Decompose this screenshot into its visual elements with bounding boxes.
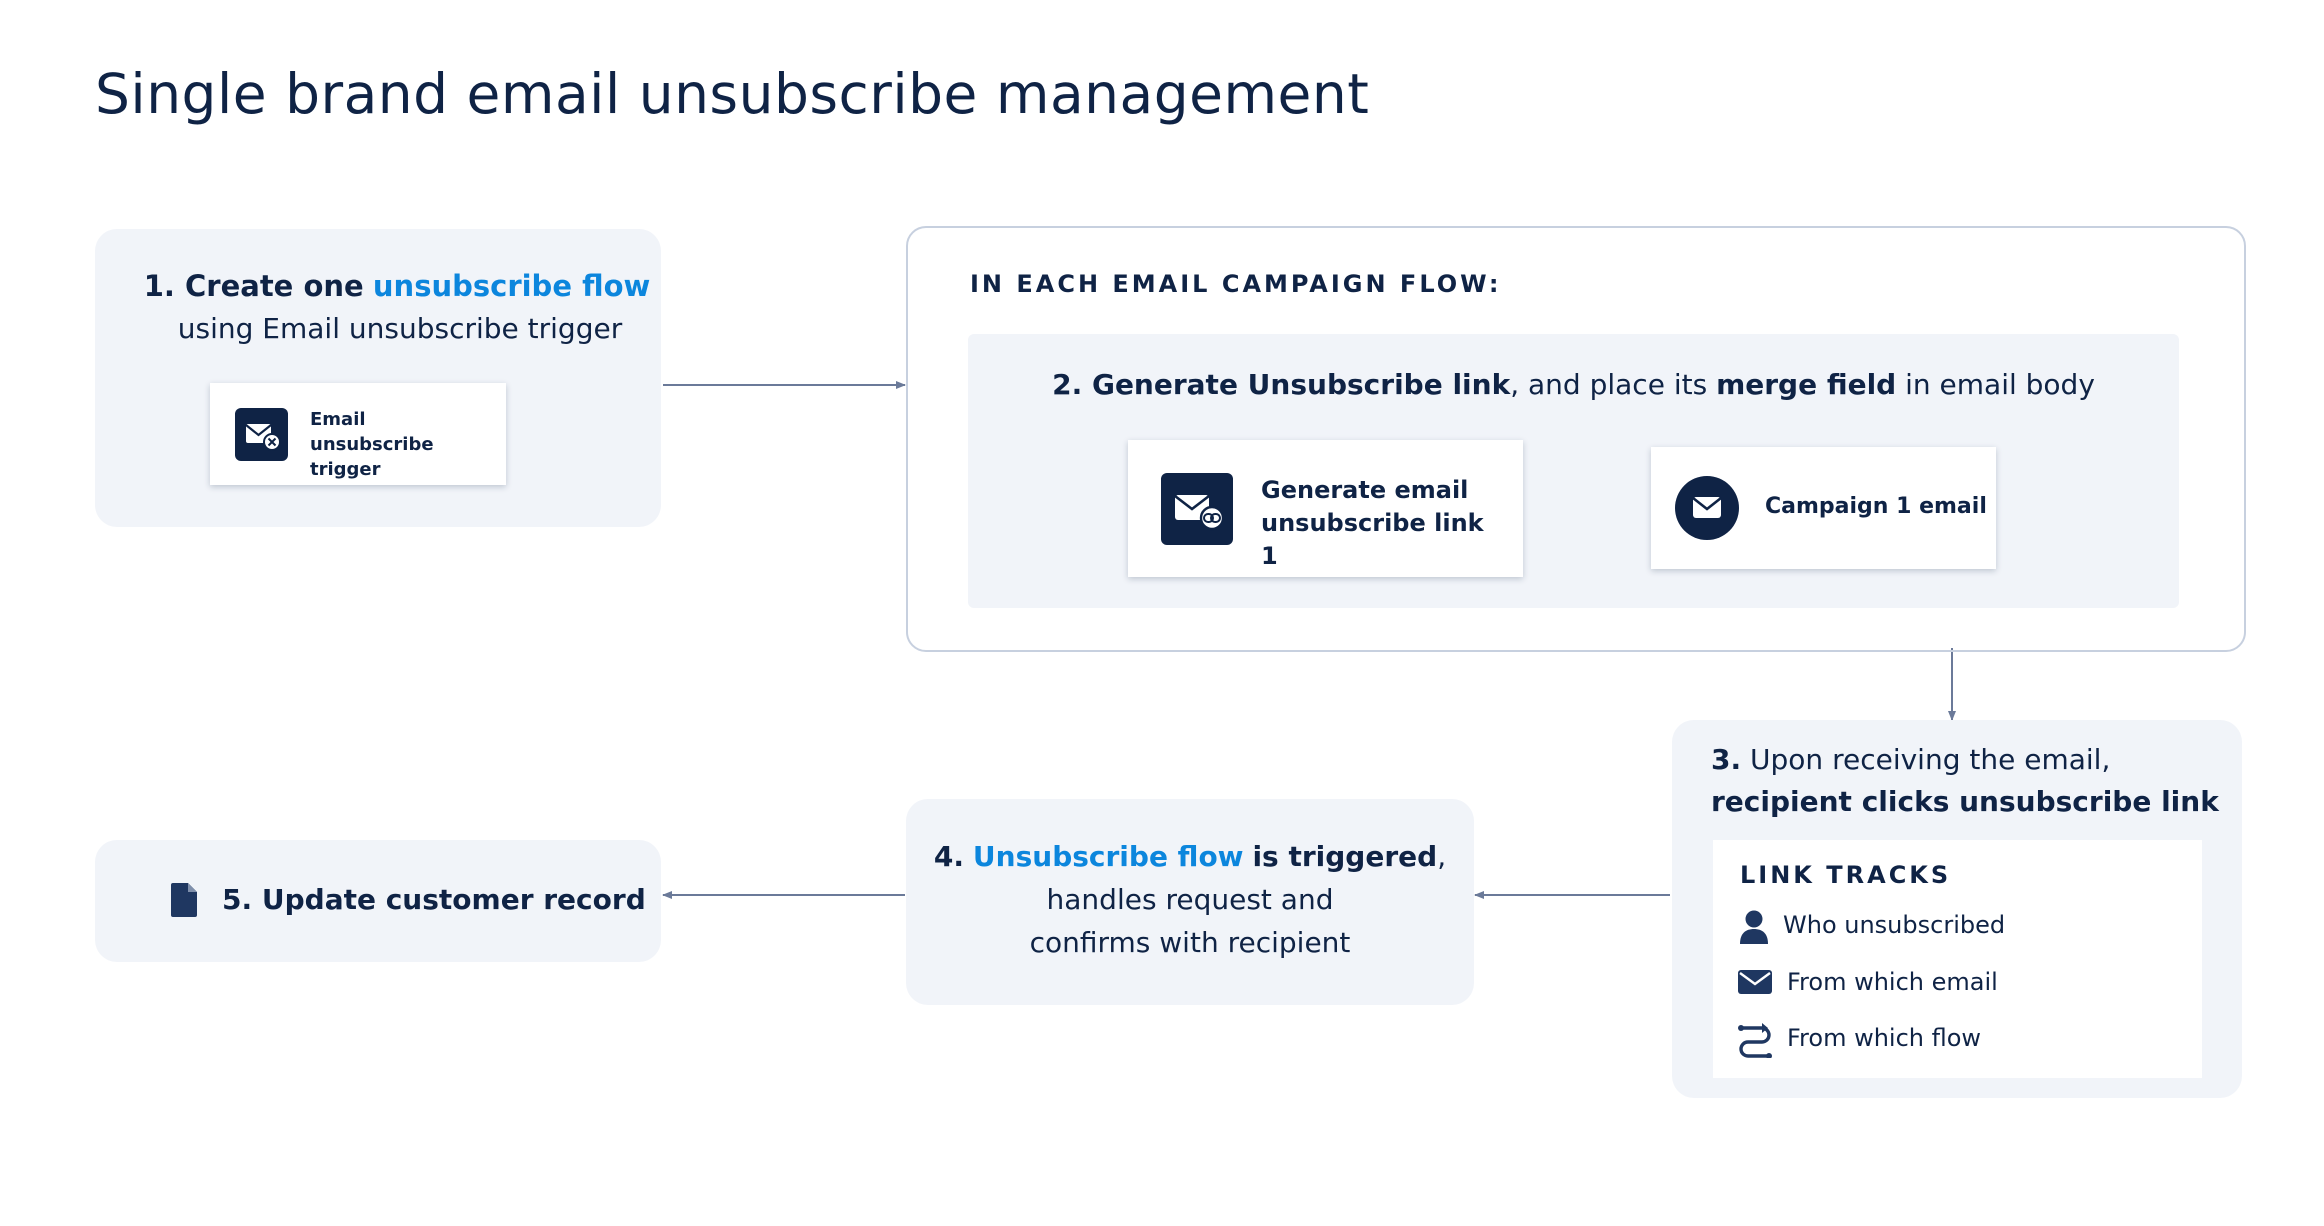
campaign-flow-container: IN EACH EMAIL CAMPAIGN FLOW: <box>906 226 2246 652</box>
track-label: Who unsubscribed <box>1783 911 2006 939</box>
track-label: From which flow <box>1787 1024 1982 1052</box>
step1-subheading: using Email unsubscribe trigger <box>177 312 623 345</box>
step3-subheading: recipient clicks unsubscribe link <box>1711 785 2219 818</box>
email-unsubscribe-trigger-card[interactable]: Email unsubscribe trigger <box>210 383 506 485</box>
step2-heading-part4: in email body <box>1896 368 2095 401</box>
document-icon <box>171 883 197 921</box>
step4-line2: handles request and <box>1046 883 1334 916</box>
step4-heading-prefix: 4. <box>933 840 965 873</box>
track-label: From which email <box>1787 968 1998 996</box>
track-item: From which flow <box>1738 1020 2178 1060</box>
step4-line3: confirms with recipient <box>1029 926 1351 959</box>
step3-heading: 3. Upon receiving the email, <box>1711 743 2110 776</box>
step4-heading-bold: is triggered <box>1252 840 1438 873</box>
envelope-icon <box>1738 970 1772 1000</box>
trigger-card-label: Email unsubscribe trigger <box>310 409 434 480</box>
envelope-icon <box>1675 476 1739 540</box>
generate-unsubscribe-link-card[interactable]: Generate email unsubscribe link 1 <box>1128 440 1523 577</box>
campaign-card-label: Campaign 1 email <box>1765 494 1987 519</box>
campaign-email-card[interactable]: Campaign 1 email <box>1651 447 1996 569</box>
step4-heading-comma: , <box>1437 840 1447 873</box>
generate-card-label: Generate email unsubscribe link 1 <box>1261 476 1484 570</box>
link-tracks-title: LINK TRACKS <box>1740 861 1952 889</box>
campaign-flow-header: IN EACH EMAIL CAMPAIGN FLOW: <box>970 270 1502 298</box>
step5-panel: 5. Update customer record <box>95 840 661 962</box>
step3-heading-rest: Upon receiving the email, <box>1750 743 2111 776</box>
step1-heading: 1. Create one unsubscribe flow <box>95 269 699 303</box>
step1-panel: 1. Create one unsubscribe flow using Ema… <box>95 229 661 527</box>
step5-label: 5. Update customer record <box>222 883 646 916</box>
step2-heading-part2: , and place its <box>1510 368 1717 401</box>
step3-heading-prefix: 3. <box>1711 743 1742 776</box>
envelope-x-icon <box>235 408 288 461</box>
step2-heading-part3: merge field <box>1716 368 1897 401</box>
track-item: From which email <box>1738 964 2178 1004</box>
envelope-link-icon <box>1161 473 1233 545</box>
unsubscribe-flow-link: unsubscribe flow <box>372 269 651 303</box>
step2-heading: 2. Generate Unsubscribe link, and place … <box>968 368 2179 401</box>
step1-heading-prefix: 1. Create one <box>143 269 364 303</box>
step3-panel: 3. Upon receiving the email, recipient c… <box>1672 720 2242 1098</box>
person-icon <box>1738 909 1770 949</box>
unsubscribe-flow-link: Unsubscribe flow <box>972 840 1244 873</box>
link-tracks-card: LINK TRACKS Who unsubscribed From which … <box>1713 840 2202 1078</box>
step2-heading-part1: 2. Generate Unsubscribe link <box>1052 368 1511 401</box>
page-title: Single brand email unsubscribe managemen… <box>95 62 1370 126</box>
step4-heading: 4. Unsubscribe flow is triggered, <box>906 840 1474 873</box>
track-item: Who unsubscribed <box>1738 907 2178 947</box>
step4-panel: 4. Unsubscribe flow is triggered, handle… <box>906 799 1474 1005</box>
flow-icon <box>1738 1022 1772 1062</box>
